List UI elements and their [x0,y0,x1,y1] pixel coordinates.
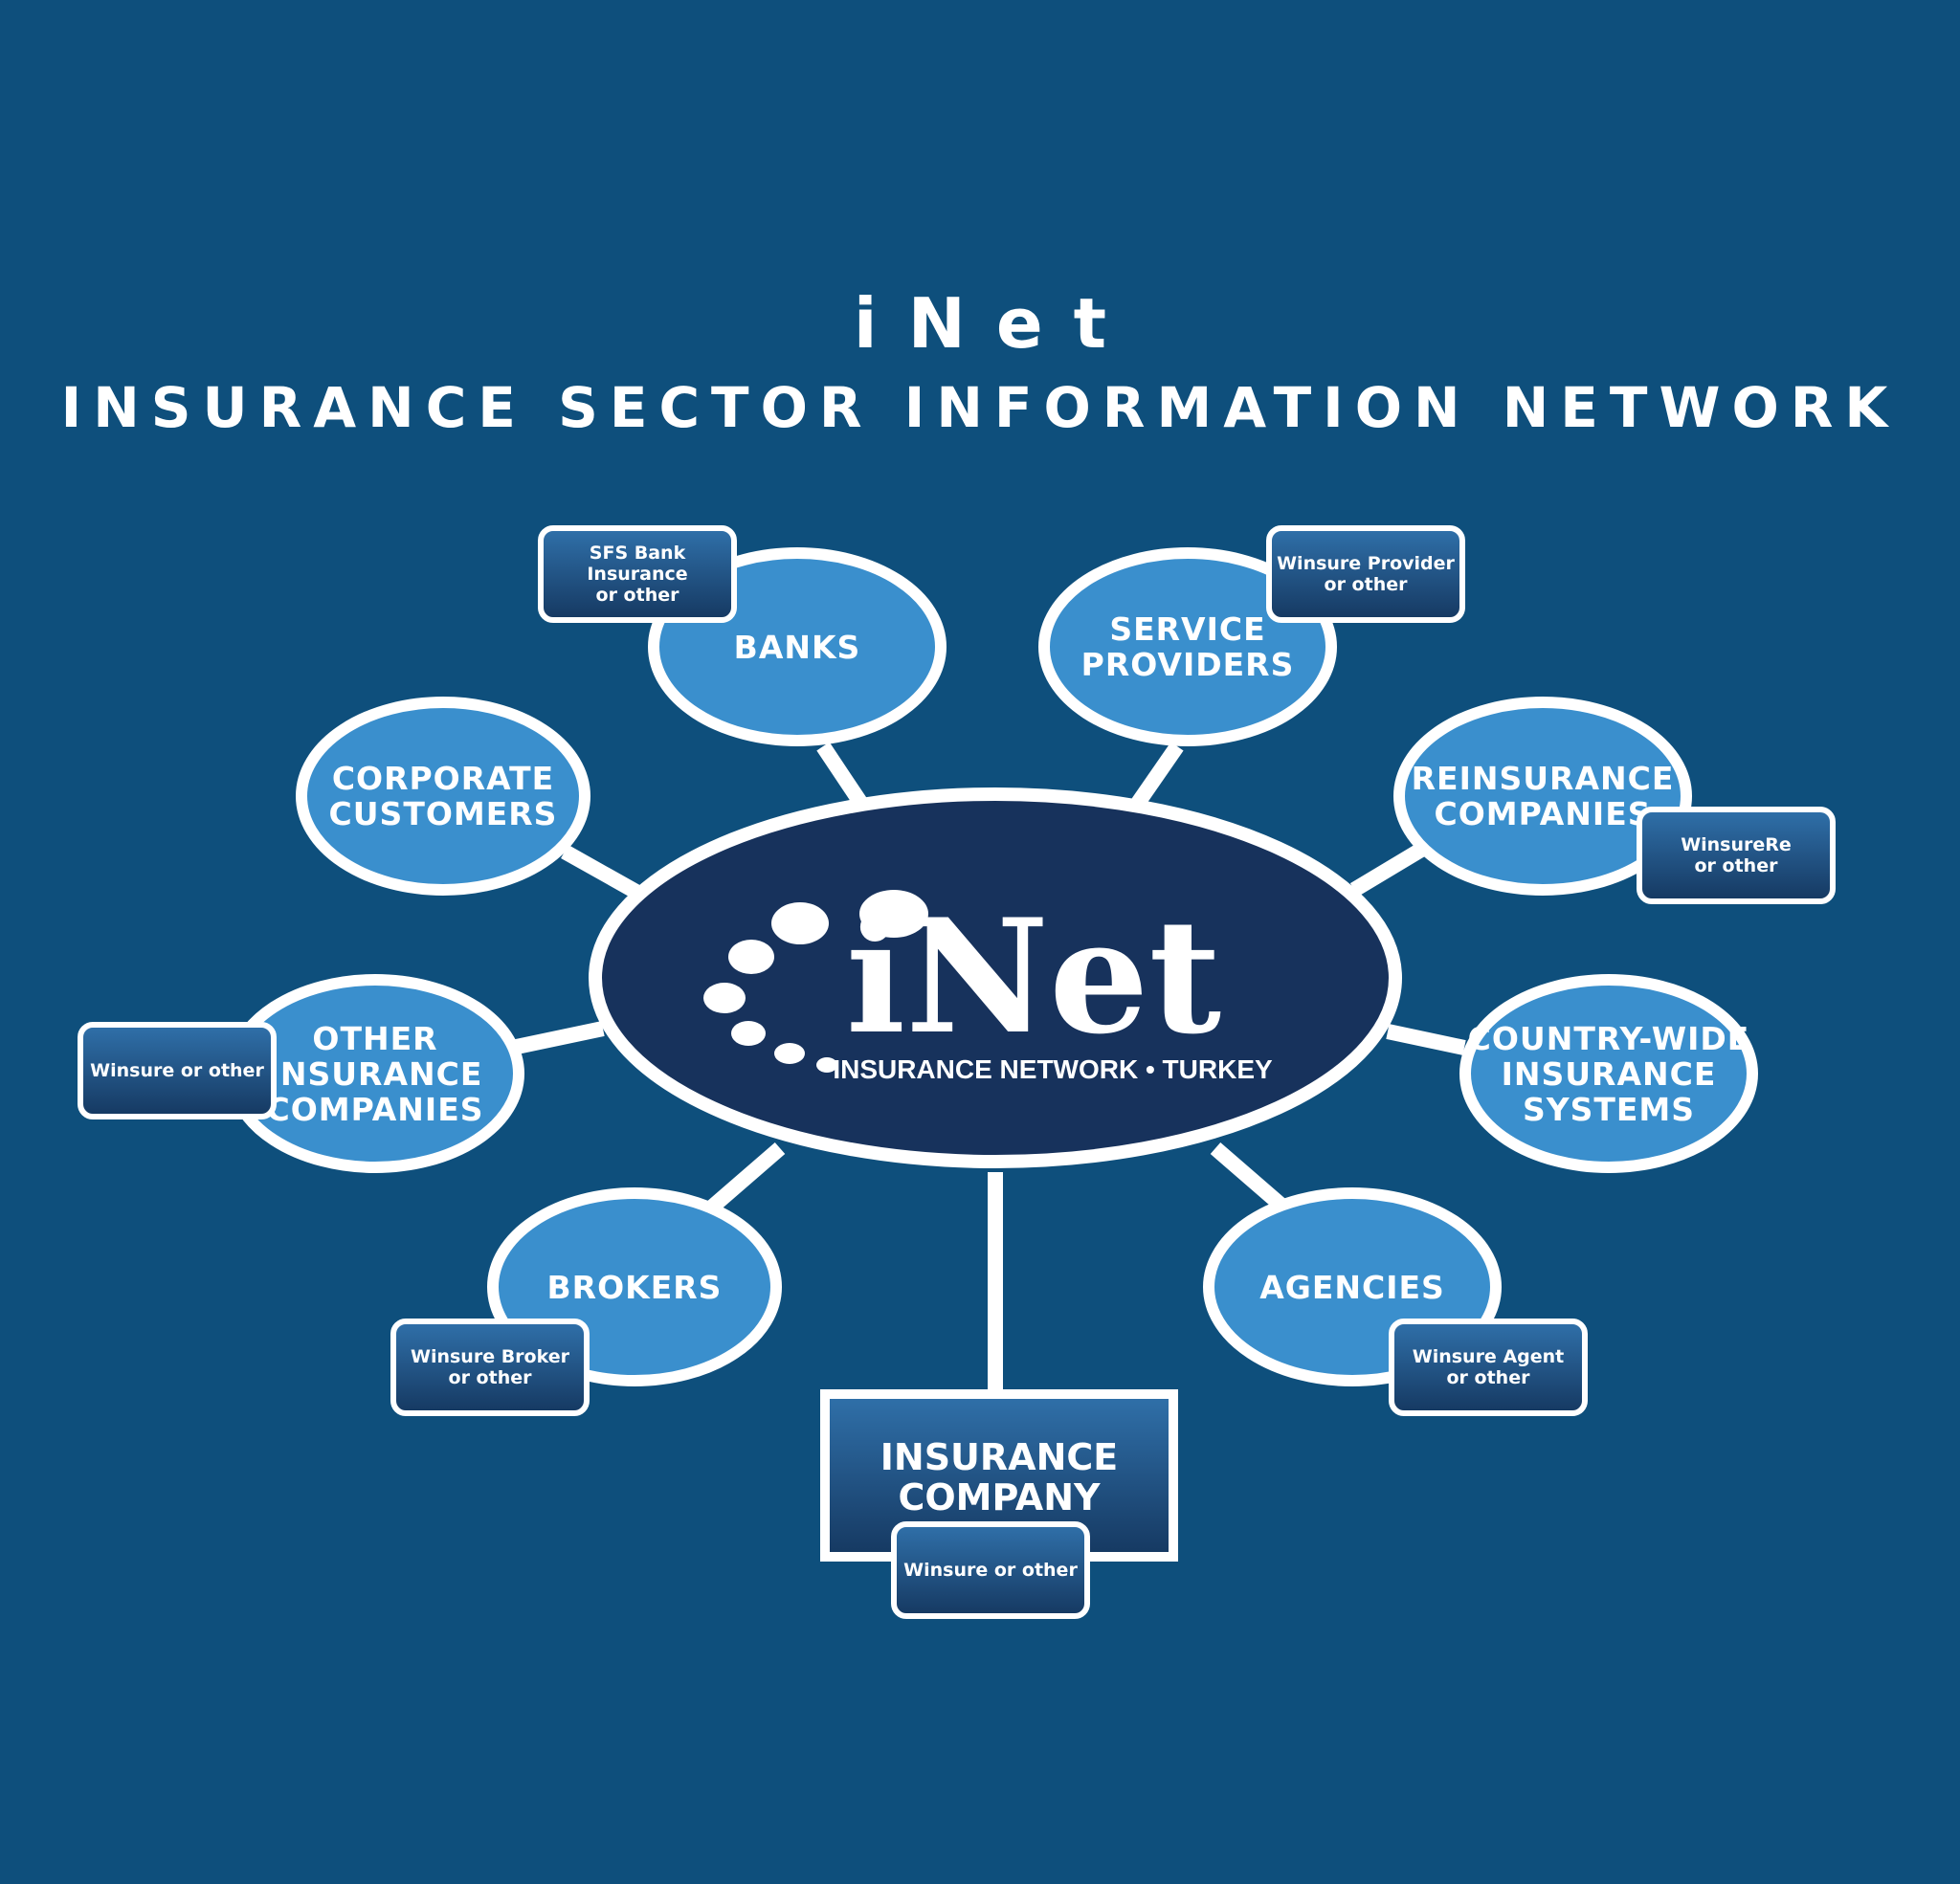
connector-reinsurance [1349,840,1431,897]
diagram-title: iNet [853,283,1138,364]
label-other-insurance-companies: OTHER INSURANCE COMPANIES [266,1019,484,1128]
connector-banks [816,742,868,809]
tag-banks: SFS Bank Insurance or other [538,525,737,623]
hub-tagline: INSURANCE NETWORK • TURKEY [833,1054,1273,1084]
label-brokers: BROKERS [546,1268,723,1306]
insurance-company-label: INSURANCE COMPANY [880,1436,1119,1518]
hub-logo-text: iNet [846,884,1221,1069]
connector-agencies [1210,1141,1293,1217]
label-agencies: AGENCIES [1259,1268,1445,1306]
tag-service-providers: Winsure Provider or other [1266,525,1465,623]
connector-country-wide [1386,1024,1466,1055]
node-service-providers [1038,547,1337,746]
tag-agencies: Winsure Agent or other [1389,1319,1588,1416]
label-corporate-customers: CORPORATE CUSTOMERS [328,760,558,832]
hub-ellipse [589,787,1402,1168]
node-reinsurance-companies [1393,697,1692,896]
diagram-subtitle: INSURANCE SECTOR INFORMATION NETWORK [60,375,1900,440]
label-service-providers: SERVICE PROVIDERS [1080,610,1295,683]
tag-other-insurance: Winsure or other [78,1022,277,1119]
tag-reinsurance: WinsureRe or other [1637,807,1836,904]
node-corporate-customers [296,697,590,896]
label-banks: BANKS [733,628,861,666]
label-reinsurance-companies: REINSURANCE COMPANIES [1411,760,1675,832]
label-country-wide-systems: COUNTRY-WIDE INSURANCE SYSTEMS [1467,1019,1750,1128]
tag-brokers: Winsure Broker or other [390,1319,590,1416]
connector-corporate-customers [561,845,645,901]
tag-insurance-company: Winsure or other [891,1521,1090,1619]
connector-lines [510,742,1466,1392]
logo-dots [703,890,928,1073]
connector-service-providers [1127,742,1184,813]
connector-brokers [702,1141,786,1217]
connector-other-insurance [510,1021,605,1055]
node-country-wide-systems [1459,974,1758,1173]
